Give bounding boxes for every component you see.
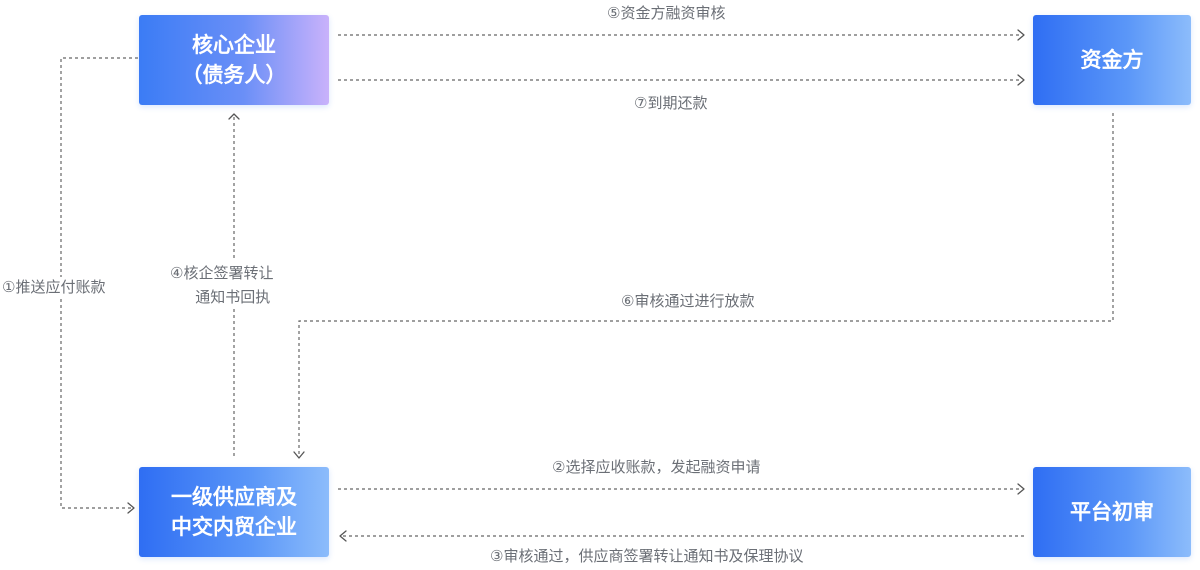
node-platform-label: 平台初审 bbox=[1070, 500, 1154, 524]
edge-4-label-line2: 通知书回执 bbox=[195, 288, 271, 306]
edge-4-label: ④核企签署转让 通知书回执 bbox=[170, 261, 274, 309]
edge-1-label: ①推送应付账款 bbox=[2, 277, 106, 297]
node-core-line2: （债务人） bbox=[181, 63, 287, 87]
edge-5-arrowhead bbox=[1017, 29, 1025, 41]
edge-1-arrowhead bbox=[127, 502, 135, 514]
node-core-line1: 核心企业 bbox=[192, 33, 276, 57]
edge-3-label: ③审核通过，供应商签署转让通知书及保理协议 bbox=[490, 547, 804, 565]
edge-7-label: ⑦到期还款 bbox=[634, 94, 708, 112]
node-supplier-line2: 中交内贸企业 bbox=[171, 515, 297, 539]
node-supplier: 一级供应商及 中交内贸企业 bbox=[139, 467, 329, 557]
edge-4-arrowhead bbox=[228, 113, 240, 120]
edge-3-arrowhead bbox=[339, 530, 347, 542]
edge-6-arrowhead bbox=[293, 451, 305, 459]
node-supplier-line1: 一级供应商及 bbox=[171, 485, 297, 509]
node-core-enterprise: 核心企业 （债务人） bbox=[139, 15, 329, 105]
edge-6-line bbox=[298, 113, 1114, 455]
edge-2-arrowhead bbox=[1017, 483, 1025, 495]
node-funder-label: 资金方 bbox=[1080, 48, 1144, 72]
edge-5-label: ⑤资金方融资审核 bbox=[607, 4, 726, 22]
edge-2-label: ②选择应收账款，发起融资申请 bbox=[552, 458, 761, 476]
edge-4-label-line1: ④核企签署转让 bbox=[170, 264, 274, 282]
edge-6-label: ⑥审核通过进行放款 bbox=[621, 292, 755, 310]
node-funder: 资金方 bbox=[1033, 15, 1191, 105]
edge-7-arrowhead bbox=[1017, 74, 1025, 86]
node-platform: 平台初审 bbox=[1033, 467, 1191, 557]
